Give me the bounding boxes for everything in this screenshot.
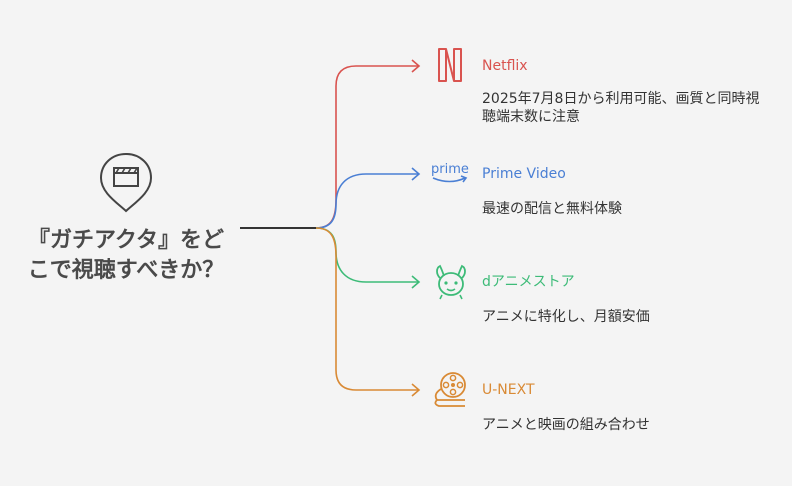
film-reel-icon [434, 372, 466, 407]
prime-logo-text: prime [431, 162, 469, 177]
branch-title-unext: U-NEXT [482, 382, 535, 398]
branch-title-prime-video: Prime Video [482, 166, 566, 182]
branch-description-unext: アニメと映画の組み合わせ [482, 417, 650, 433]
branch-connector-netflix [315, 65, 418, 229]
branch-description-netflix: 2025年7月8日から利用可能、画質と同時視聴端末数に注意 [482, 91, 760, 125]
branch-connector-danime [315, 227, 418, 283]
arrow-head-netflix [411, 59, 421, 73]
danime-icon [436, 264, 466, 300]
prime-icon: prime [431, 162, 469, 183]
branch-connector-prime-video [315, 173, 418, 229]
arrow-head-prime-video [411, 167, 421, 181]
branch-description-prime-video: 最速の配信と無料体験 [482, 201, 622, 217]
arrow-head-danime [411, 275, 421, 289]
arrow-head-unext [411, 383, 421, 397]
clapperboard-icon [99, 152, 153, 213]
branch-title-netflix: Netflix [482, 58, 528, 74]
netflix-icon [438, 48, 462, 82]
branch-connector-unext [315, 227, 418, 391]
root-title: 『ガチアクタ』をどこで視聴すべきか？ [27, 228, 225, 283]
branch-description-danime: アニメに特化し、月額安価 [482, 309, 650, 325]
branch-title-danime: dアニメストア [482, 274, 575, 290]
